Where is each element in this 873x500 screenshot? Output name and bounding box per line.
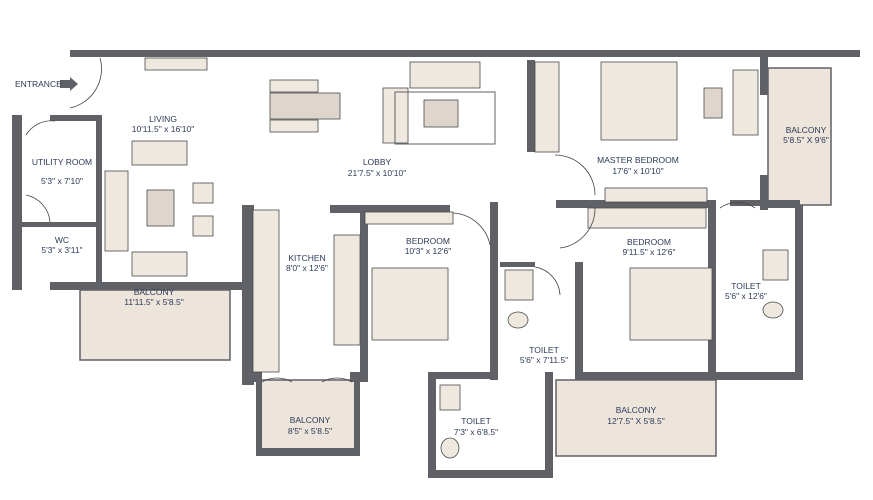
- room-name-lobby: LOBBY: [363, 157, 392, 167]
- room-name-balcony-kitchen: BALCONY: [290, 415, 331, 425]
- room-name-balcony-master: BALCONY: [786, 125, 827, 135]
- room-size-toilet-bottom: 7'3" x 6'8.5": [454, 427, 498, 437]
- balcony-bedroom-area: [555, 379, 717, 457]
- doors: [25, 120, 756, 383]
- room-name-master: MASTER BEDROOM: [597, 155, 679, 165]
- room-name-bedroom1: BEDROOM: [406, 236, 450, 246]
- room-size-kitchen: 8'0" x 12'6": [286, 263, 328, 273]
- room-name-bedroom2: BEDROOM: [627, 237, 671, 247]
- room-size-lobby: 21'7.5" x 10'10": [348, 168, 406, 178]
- room-size-balcony-kitchen: 8'5" x 5'8.5": [288, 426, 332, 436]
- room-size-balcony-living: 11'11.5" x 5'8.5": [124, 297, 184, 307]
- room-size-bedroom1: 10'3" x 12'6": [405, 246, 452, 256]
- room-name-kitchen: KITCHEN: [288, 253, 325, 263]
- room-size-toilet-master: 5'6" x 12'6": [725, 291, 767, 301]
- room-name-living: LIVING: [149, 114, 177, 124]
- room-size-wc: 5'3" x 3'11": [41, 245, 82, 255]
- room-size-bedroom2: 9'11.5" x 12'6": [622, 247, 675, 257]
- balconies: [79, 67, 832, 457]
- room-name-balcony-bedroom: BALCONY: [616, 405, 657, 415]
- entrance-door[interactable]: [69, 57, 102, 109]
- room-size-utility: 5'3" x 7'10": [41, 176, 83, 186]
- room-name-toilet-master: TOILET: [731, 281, 761, 291]
- room-name-utility: UTILITY ROOM: [32, 157, 92, 167]
- room-size-balcony-master: 5'8.5" X 9'6": [783, 135, 829, 145]
- room-size-living: 10'11.5" x 16'10": [132, 124, 195, 134]
- balcony-living-area: [79, 289, 231, 361]
- balcony-kitchen-area: [259, 379, 357, 453]
- room-name-toilet-bottom: TOILET: [461, 416, 491, 426]
- arrow-right-icon: [60, 77, 78, 91]
- furniture: [104, 57, 789, 459]
- room-size-balcony-bedroom: 12'7.5" X 5'8.5": [607, 416, 665, 426]
- entrance-label: ENTRANCE: [15, 79, 62, 89]
- balcony-master-area: [767, 67, 832, 206]
- room-labels: LIVING 10'11.5" x 16'10" UTILITY ROOM 5'…: [32, 114, 829, 437]
- room-name-balcony-living: BALCONY: [134, 287, 175, 297]
- room-name-toilet-mid: TOILET: [529, 345, 559, 355]
- room-name-wc: WC: [55, 235, 69, 245]
- room-size-master: 17'6" x 10'10": [612, 166, 663, 176]
- room-size-toilet-mid: 5'6" x 7'11.5": [520, 355, 568, 365]
